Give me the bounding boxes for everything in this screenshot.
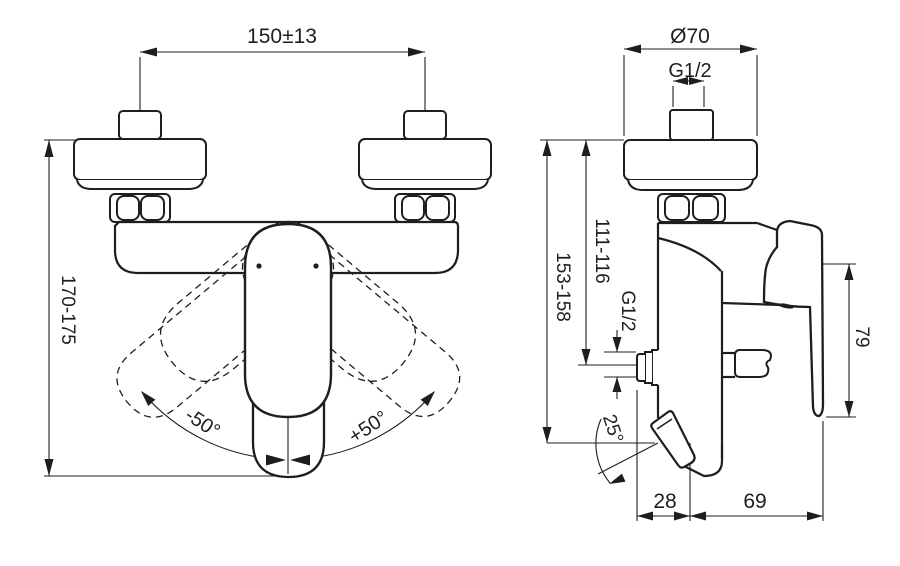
side-inlet-hardware xyxy=(623,109,758,223)
side-dimension-arrows xyxy=(542,44,854,521)
right-escutcheon xyxy=(358,138,492,181)
lever-face xyxy=(243,222,333,419)
lever-center-arrows xyxy=(266,454,310,466)
left-escutcheon xyxy=(73,138,207,181)
dim-body-depth: 69 xyxy=(743,490,766,513)
dim-center-distance: 150±13 xyxy=(247,25,317,48)
front-view xyxy=(44,47,492,479)
left-pipe-stub xyxy=(118,110,162,140)
dim-handle-length: 79 xyxy=(851,326,872,347)
dim-outlet-thread: G1/2 xyxy=(617,290,638,331)
front-dimension-arrows xyxy=(44,47,435,476)
dim-inlet-thread: G1/2 xyxy=(668,60,711,82)
side-escutcheon xyxy=(623,139,758,181)
dim-outlet-offset: 28 xyxy=(653,490,676,513)
dim-swing-left: -50° xyxy=(181,404,224,443)
side-escutcheon-rim xyxy=(627,179,754,191)
left-escutcheon-rim xyxy=(76,179,204,190)
diverter-knob xyxy=(734,349,773,378)
dim-depth-to-outlet: 111-116 xyxy=(591,218,612,284)
outlet-boss xyxy=(636,349,658,386)
side-pipe-stub xyxy=(669,109,714,141)
side-body xyxy=(656,221,811,478)
dim-height: 170-175 xyxy=(57,275,78,345)
side-handle-blade xyxy=(762,219,825,418)
dim-escutcheon-diameter: Ø70 xyxy=(670,25,710,48)
right-escutcheon-rim xyxy=(361,179,489,190)
handle-gap-shadow xyxy=(778,303,794,309)
dim-spout-angle: 25° xyxy=(598,412,627,446)
lever-indicator-dots xyxy=(256,263,319,269)
right-pipe-stub xyxy=(403,110,447,140)
dim-depth-total: 153-158 xyxy=(552,252,573,322)
front-inlet-hardware xyxy=(73,110,492,223)
side-view xyxy=(540,44,856,521)
bottom-spout xyxy=(650,410,696,469)
